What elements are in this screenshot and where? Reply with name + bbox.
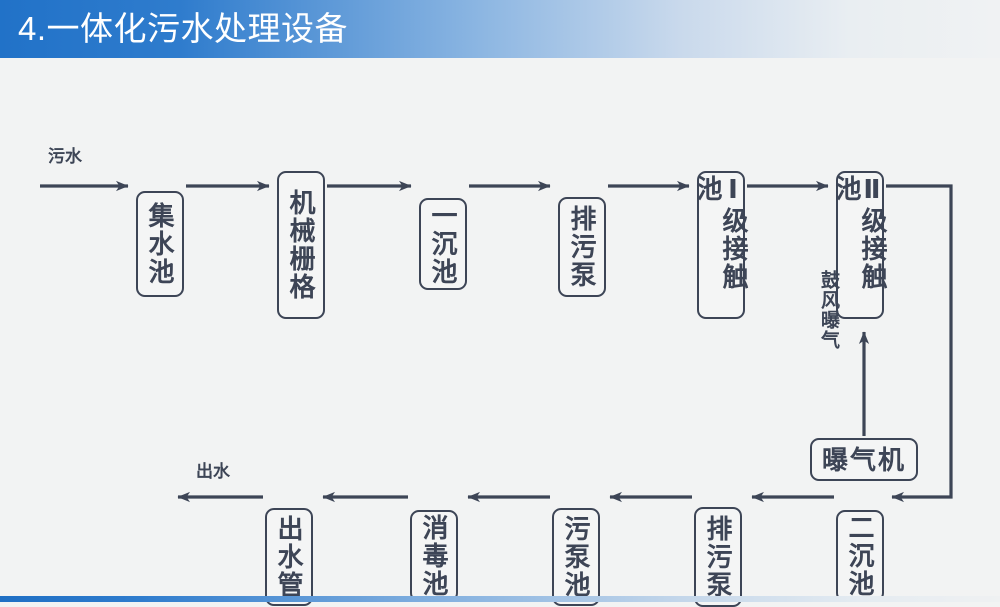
node-chushuiguan[interactable]: 出水管 bbox=[265, 508, 313, 606]
title-bar: 4.一体化污水处理设备 bbox=[0, 0, 1000, 58]
node-label: 污泵池 bbox=[561, 515, 591, 599]
node-baoqiji[interactable]: 曝气机 bbox=[810, 438, 918, 481]
node-label: 曝气机 bbox=[821, 444, 906, 475]
aeration-label: 鼓风曝气 bbox=[817, 270, 839, 350]
node-label: Ⅰ级接触池 bbox=[693, 175, 749, 291]
node-label: 二沉池 bbox=[845, 514, 875, 598]
node-label: 机械栅格 bbox=[286, 189, 316, 301]
node-label: Ⅱ级接触池 bbox=[832, 175, 888, 291]
node-jiechuchi-2[interactable]: Ⅱ级接触池 bbox=[832, 171, 888, 319]
node-paiwubeng-bottom[interactable]: 排污泵 bbox=[694, 507, 742, 607]
node-jiechuchi-1[interactable]: Ⅰ级接触池 bbox=[693, 171, 749, 319]
inflow-label: 污水 bbox=[48, 147, 82, 166]
node-label: 集水池 bbox=[145, 202, 175, 286]
node-label: 排污泵 bbox=[567, 205, 597, 289]
node-yichenchi[interactable]: 一沉池 bbox=[419, 198, 467, 290]
node-erchenchi[interactable]: 二沉池 bbox=[836, 510, 884, 602]
node-paiwubeng-top[interactable]: 排污泵 bbox=[558, 197, 606, 297]
bottom-accent-bar bbox=[0, 596, 1000, 602]
node-jixieshange[interactable]: 机械栅格 bbox=[277, 171, 325, 319]
node-xiaoduchi[interactable]: 消毒池 bbox=[410, 510, 458, 602]
node-jishuichi[interactable]: 集水池 bbox=[136, 191, 184, 297]
node-label: 排污泵 bbox=[703, 515, 733, 599]
page-title: 4.一体化污水处理设备 bbox=[18, 9, 349, 47]
node-label: 一沉池 bbox=[428, 202, 458, 286]
flow-connectors bbox=[40, 180, 953, 503]
outflow-label: 出水 bbox=[196, 462, 230, 481]
node-wubengchi[interactable]: 污泵池 bbox=[552, 508, 600, 606]
node-label: 消毒池 bbox=[419, 514, 449, 598]
process-flow-diagram: 集水池 机械栅格 一沉池 排污泵 Ⅰ级接触池 Ⅱ级接触池 曝气机 二沉池 排污泵… bbox=[0, 58, 1000, 607]
node-label: 出水管 bbox=[274, 515, 304, 599]
